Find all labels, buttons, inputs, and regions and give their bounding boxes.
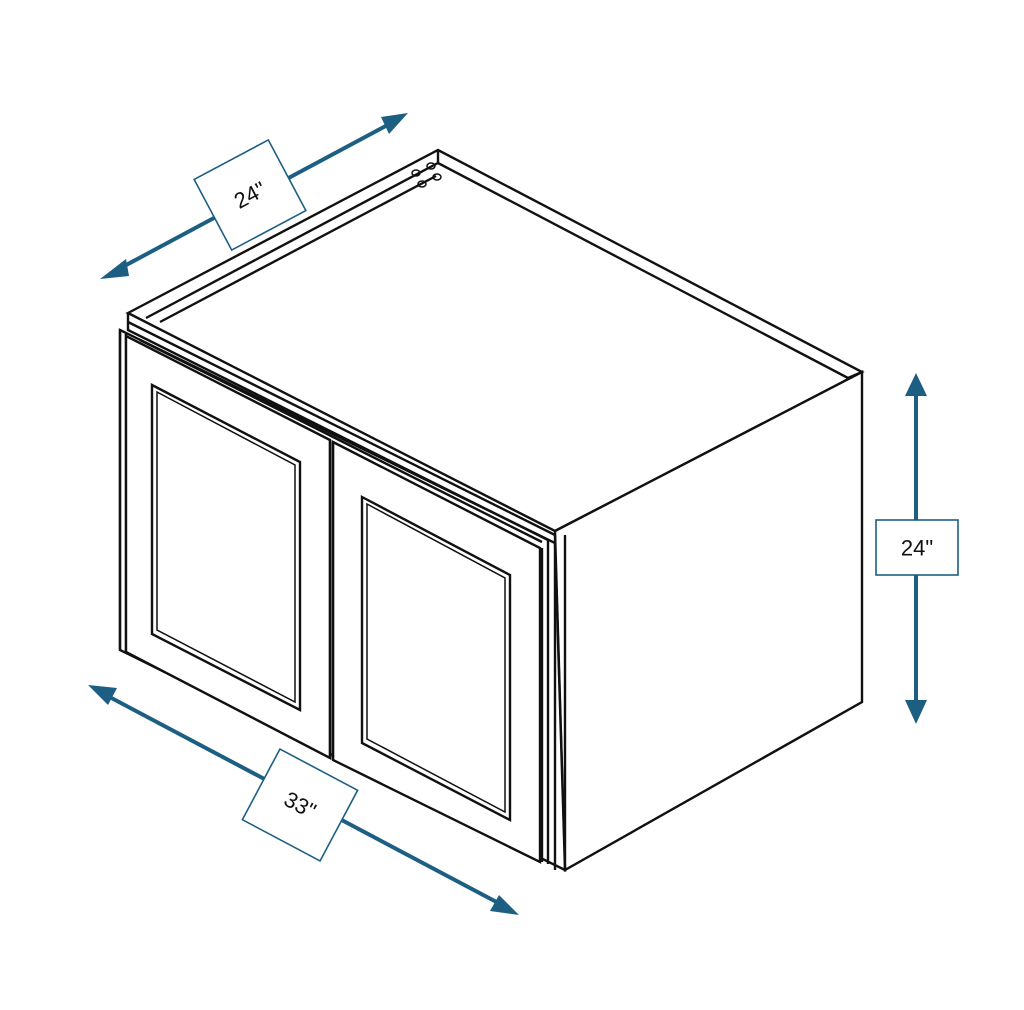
depth-label-box [193, 138, 307, 252]
arrow-head-icon [905, 373, 927, 396]
arrow-head-icon [381, 113, 408, 134]
right-door[interactable] [331, 440, 542, 864]
arrow-head-icon [905, 700, 927, 724]
arrow-head-icon [100, 259, 129, 279]
height-label: 24" [901, 536, 933, 561]
height-dimension: 24" [875, 373, 959, 724]
left-door[interactable] [124, 334, 332, 760]
shelf-pin-hole [417, 180, 427, 188]
right-door-panel [360, 495, 512, 822]
left-door-panel [150, 383, 302, 712]
width-dimension: 33" [88, 685, 519, 915]
shelf-pin-hole [432, 173, 442, 181]
arrow-head-icon [88, 685, 117, 705]
width-label-box [241, 747, 359, 863]
depth-dimension: 24" [100, 113, 408, 279]
shelf-pin-hole [426, 162, 436, 170]
arrow-head-icon [490, 895, 519, 915]
height-label-box [875, 519, 959, 576]
shelf-pin-hole [411, 169, 421, 177]
